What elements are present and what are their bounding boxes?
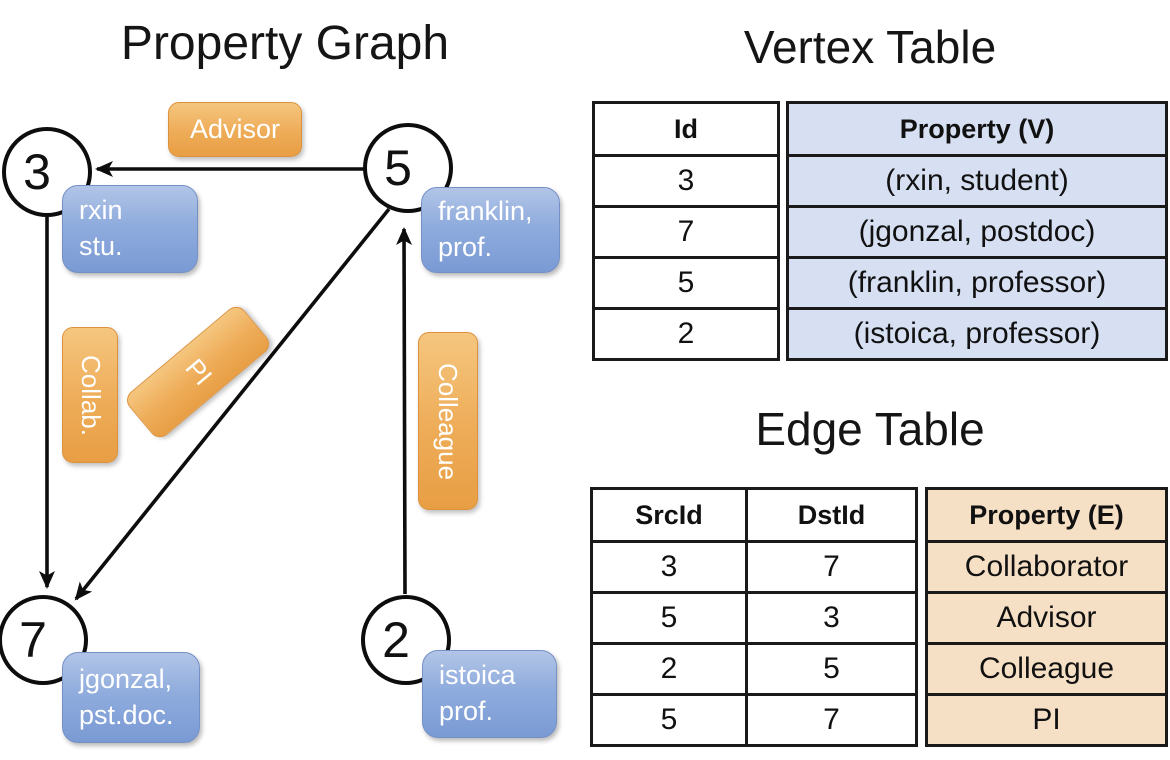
table-row: (jgonzal, postdoc) (786, 205, 1168, 259)
edge-label-collab: Collab. (62, 327, 118, 463)
table-row: 2 5 (590, 642, 918, 696)
vertex-property-cell: (rxin, student) (786, 154, 1168, 208)
edge-table-property-column: Property (E) Collaborator Advisor Collea… (925, 487, 1168, 747)
vertex-col-id: Id (592, 101, 780, 157)
table-row: (rxin, student) (786, 154, 1168, 208)
node-id-5: 5 (384, 140, 412, 196)
vertex-id-cell: 3 (592, 154, 780, 208)
edge-table-id-columns: SrcId DstId 3 7 5 3 2 5 5 7 (590, 487, 918, 747)
node-7-property-line1: jgonzal, (79, 663, 173, 694)
edge-label-advisor: Advisor (168, 102, 302, 157)
edge-property-cell: PI (925, 693, 1168, 747)
table-row: 5 7 (590, 693, 918, 747)
node-circle-5: 5 (363, 123, 453, 213)
vertex-col-property: Property (V) (786, 101, 1168, 157)
property-graph-title: Property Graph (120, 17, 450, 70)
edge-label-advisor-text: Advisor (189, 114, 281, 144)
vertex-table-property-column: Property (V) (rxin, student) (jgonzal, p… (786, 101, 1168, 361)
table-row: Collaborator (925, 540, 1168, 594)
vertex-property-cell: (jgonzal, postdoc) (786, 205, 1168, 259)
edge-dstid-cell: 7 (745, 540, 918, 594)
node-3-property-label: rxin stu. (62, 185, 198, 273)
node-2-property-line1: istoica (439, 660, 516, 691)
vertex-table-title: Vertex Table (743, 21, 997, 73)
edge-col-property: Property (E) (925, 487, 1168, 543)
node-circle-2: 2 (361, 595, 451, 685)
edge-label-pi-text: PI (178, 352, 218, 391)
edge-dstid-cell: 5 (745, 642, 918, 696)
node-5-property-label: franklin, prof. (421, 187, 560, 273)
edge-col-srcid: SrcId (590, 487, 748, 543)
table-row: 5 3 (590, 591, 918, 645)
edge-dstid-cell: 3 (745, 591, 918, 645)
vertex-property-cell: (franklin, professor) (786, 256, 1168, 310)
edge-arrow-pi-5-to-7 (74, 207, 391, 601)
node-id-2: 2 (382, 612, 410, 668)
table-row: PI (925, 693, 1168, 747)
vertex-id-cell: 2 (592, 307, 780, 361)
edge-label-colleague: Colleague (418, 332, 478, 510)
vertex-id-cell: 7 (592, 205, 780, 259)
edge-srcid-cell: 5 (590, 591, 748, 645)
node-7-property-line2: pst.doc. (79, 699, 174, 730)
edge-label-colleague-text: Colleague (433, 362, 464, 480)
vertex-id-cell: 5 (592, 256, 780, 310)
table-row: 3 (592, 154, 780, 208)
node-id-3: 3 (23, 144, 51, 200)
table-row: (istoica, professor) (786, 307, 1168, 361)
node-5-property-line1: franklin, (438, 196, 533, 227)
node-id-7: 7 (19, 612, 47, 668)
edge-label-collab-text: Collab. (75, 354, 106, 436)
edge-property-cell: Colleague (925, 642, 1168, 696)
table-row: 5 (592, 256, 780, 310)
vertex-property-cell: (istoica, professor) (786, 307, 1168, 361)
edge-arrow-colleague-2-to-5 (396, 227, 413, 595)
node-7-property-label: jgonzal, pst.doc. (62, 652, 200, 743)
vertex-table-id-column: Id 3 7 5 2 (592, 101, 780, 361)
table-row: Colleague (925, 642, 1168, 696)
edge-property-cell: Advisor (925, 591, 1168, 645)
table-row: (franklin, professor) (786, 256, 1168, 310)
table-row: 2 (592, 307, 780, 361)
node-3-property-line2: stu. (79, 231, 123, 261)
edge-srcid-cell: 2 (590, 642, 748, 696)
node-5-property-line2: prof. (438, 232, 493, 262)
table-row: Advisor (925, 591, 1168, 645)
table-row: 3 7 (590, 540, 918, 594)
edge-srcid-cell: 5 (590, 693, 748, 747)
edge-col-dstid: DstId (745, 487, 918, 543)
node-2-property-line2: prof. (439, 696, 494, 726)
edge-table-title: Edge Table (755, 403, 985, 455)
node-2-property-label: istoica prof. (422, 650, 557, 738)
node-3-property-line1: rxin (79, 195, 123, 226)
edge-dstid-cell: 7 (745, 693, 918, 747)
edge-property-cell: Collaborator (925, 540, 1168, 594)
edge-srcid-cell: 3 (590, 540, 748, 594)
table-row: 7 (592, 205, 780, 259)
